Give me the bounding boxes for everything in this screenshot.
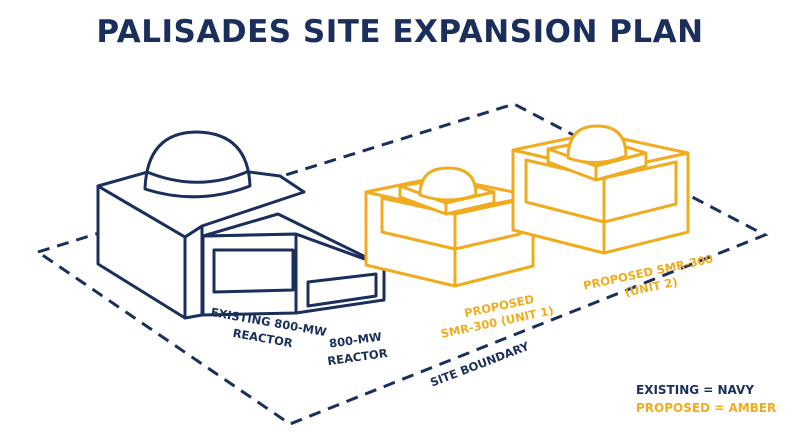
page-title: PALISADES SITE EXPANSION PLAN — [96, 14, 704, 50]
legend: EXISTING = NAVY PROPOSED = AMBER — [636, 381, 776, 417]
existing-reactor-building — [96, 130, 386, 320]
site-boundary — [34, 102, 769, 426]
legend-existing: EXISTING = NAVY — [636, 383, 755, 397]
legend-proposed: PROPOSED = AMBER — [636, 401, 777, 415]
proposed-unit-2 — [511, 124, 690, 255]
proposed-unit-1 — [364, 166, 535, 288]
